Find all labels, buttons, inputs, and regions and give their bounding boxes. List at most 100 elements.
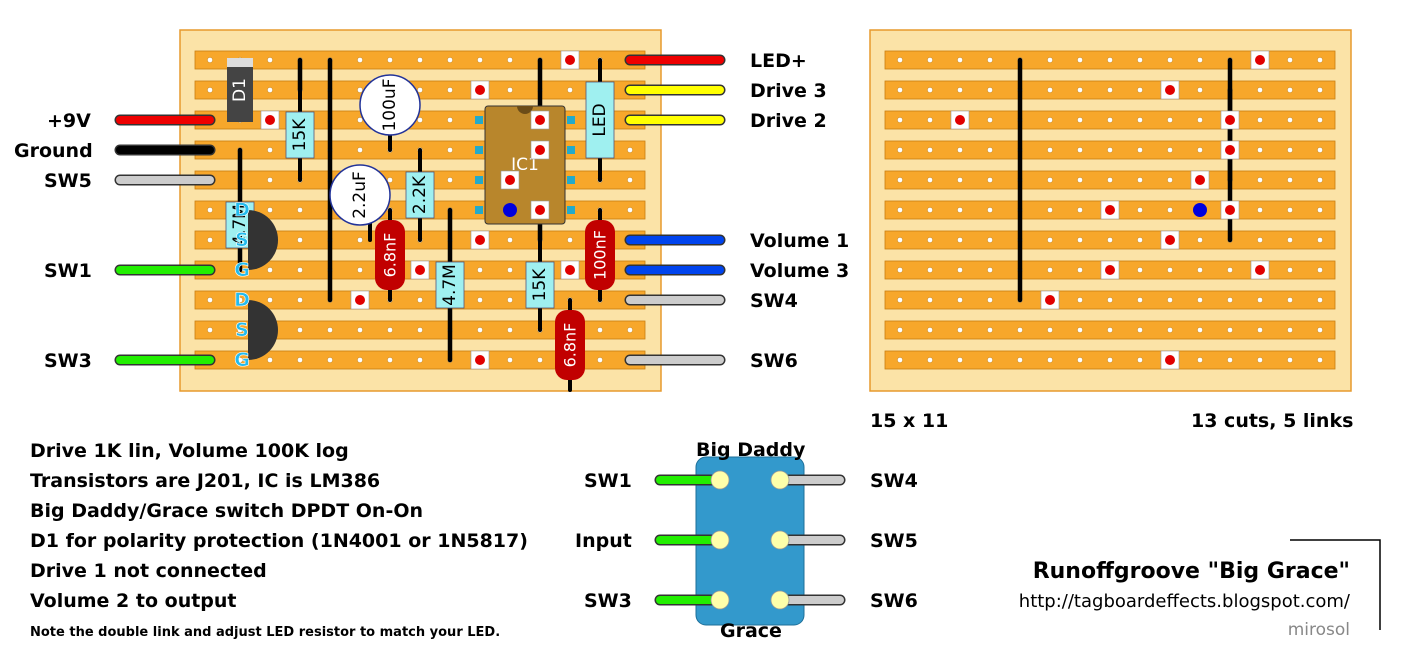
strip-hole (1047, 327, 1053, 333)
strip-hole (1047, 237, 1053, 243)
strip-hole (1227, 297, 1233, 303)
strip-hole (1047, 267, 1053, 273)
strip-hole (987, 327, 993, 333)
q2-jfet-pin-g: G (234, 349, 250, 371)
strip-hole (1317, 147, 1323, 153)
strip-hole (507, 87, 513, 93)
strip-hole (1047, 57, 1053, 63)
switch-lug-left (710, 470, 730, 490)
strip-hole (477, 57, 483, 63)
solder-junction (503, 203, 517, 217)
strip-hole (1137, 117, 1143, 123)
strip-hole (987, 57, 993, 63)
strip-hole (927, 237, 933, 243)
switch-label-sw6: SW6 (870, 590, 918, 612)
strip-hole (987, 207, 993, 213)
strip-hole (1137, 297, 1143, 303)
blog-url: http://tagboardeffects.blogspot.com/ (1018, 591, 1350, 612)
strip-hole (207, 57, 213, 63)
strip-hole (1317, 237, 1323, 243)
strip-hole (1257, 357, 1263, 363)
strip-hole (987, 267, 993, 273)
strip-hole (957, 177, 963, 183)
strip-hole (957, 237, 963, 243)
strip-hole (207, 327, 213, 333)
strip-hole (387, 57, 393, 63)
led-body (585, 81, 615, 159)
strip-hole (1077, 357, 1083, 363)
strip-hole (357, 147, 363, 153)
strip-hole (1227, 327, 1233, 333)
strip-hole (1047, 177, 1053, 183)
strip-hole (507, 267, 513, 273)
strip-cut-dot (505, 175, 515, 185)
strip-cut-dot (1105, 205, 1115, 215)
strip-hole (1047, 207, 1053, 213)
strip-hole (927, 177, 933, 183)
strip-hole (297, 297, 303, 303)
strip-cut-dot (535, 115, 545, 125)
strip-hole (357, 267, 363, 273)
strip-hole (1077, 327, 1083, 333)
strip-cut-dot (1165, 85, 1175, 95)
strip-hole (1287, 87, 1293, 93)
strip-hole (1107, 327, 1113, 333)
strip-hole (1047, 147, 1053, 153)
strip-hole (897, 117, 903, 123)
strip-cut-dot (535, 205, 545, 215)
strip-hole (507, 357, 513, 363)
strip-hole (1287, 207, 1293, 213)
strip-hole (987, 87, 993, 93)
strip-hole (297, 207, 303, 213)
strip-hole (417, 57, 423, 63)
ic1-notch (517, 106, 533, 114)
strip-hole (387, 357, 393, 363)
switch-lug-left (710, 530, 730, 550)
strip-hole (927, 147, 933, 153)
strip-hole (927, 87, 933, 93)
strip-hole (1257, 147, 1263, 153)
strip-hole (297, 357, 303, 363)
ic1-pin (567, 176, 575, 184)
note-line-3: Big Daddy/Grace switch DPDT On-On (30, 500, 424, 522)
strip-hole (1227, 357, 1233, 363)
strip-hole (477, 267, 483, 273)
c-6n8-b-body (555, 310, 585, 380)
strip-hole (1197, 57, 1203, 63)
strip-hole (447, 147, 453, 153)
label-volume-1: Volume 1 (750, 230, 850, 252)
switch-label-sw5: SW5 (870, 530, 918, 552)
cut-side-board (869, 29, 1352, 392)
strip-hole (297, 237, 303, 243)
strip-hole (237, 357, 243, 363)
dpdt-switch (654, 456, 846, 626)
strip-cut-dot (1195, 175, 1205, 185)
c-6n8-a-body (375, 220, 405, 290)
strip-hole (417, 357, 423, 363)
strip-hole (1167, 207, 1173, 213)
strip-hole (267, 207, 273, 213)
strip-hole (297, 267, 303, 273)
d1-body (227, 58, 253, 122)
strip-hole (1077, 297, 1083, 303)
strip-hole (957, 327, 963, 333)
q1-jfet-pin-s: S (235, 229, 249, 251)
strip-hole (1107, 297, 1113, 303)
strip-hole (477, 327, 483, 333)
strip-hole (447, 57, 453, 63)
strip-hole (927, 207, 933, 213)
strip-hole (417, 117, 423, 123)
strip-hole (1047, 117, 1053, 123)
strip-hole (1107, 87, 1113, 93)
strip-hole (897, 327, 903, 333)
switch-lug-left (710, 590, 730, 610)
strip-hole (957, 297, 963, 303)
label-drive-3: Drive 3 (750, 80, 827, 102)
switch-lug-right (770, 590, 790, 610)
strip-hole (1257, 87, 1263, 93)
strip-hole (207, 237, 213, 243)
label-9v: +9V (47, 110, 91, 132)
strip-cut-dot (535, 145, 545, 155)
